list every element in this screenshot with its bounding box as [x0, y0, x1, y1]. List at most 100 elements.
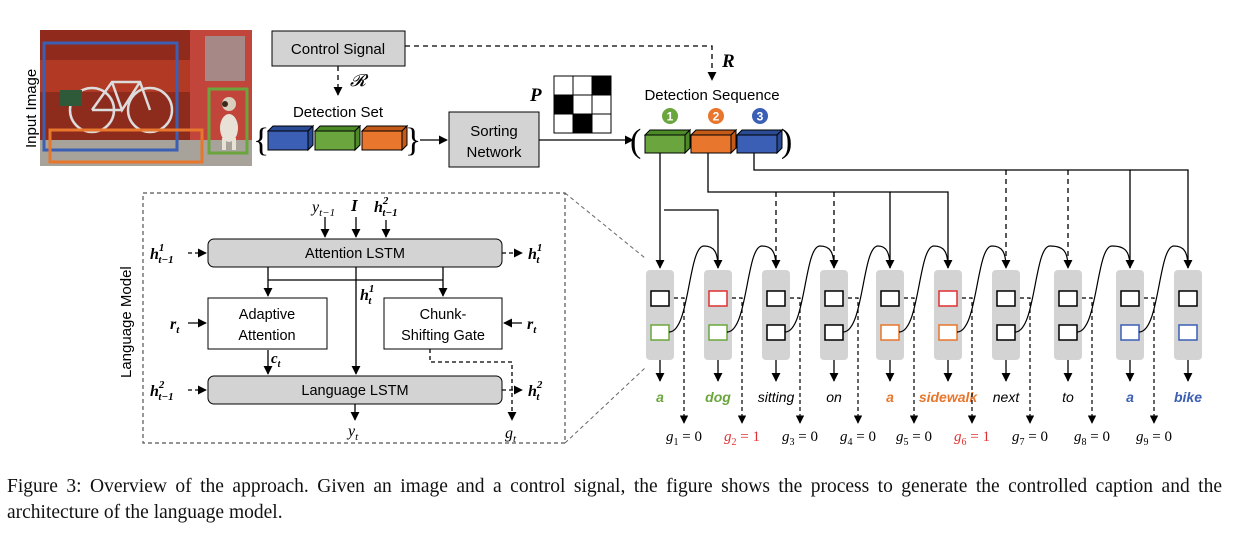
sorting-network-line2: Network — [466, 144, 522, 161]
recurrent-connection — [726, 245, 777, 333]
language-model-title: Language Model — [118, 266, 135, 378]
chunk-shifting-gate-box — [383, 297, 503, 350]
state-slot-bottom — [1120, 324, 1140, 341]
sorting-network-box — [448, 111, 540, 168]
gate-output-arrow — [1020, 297, 1035, 424]
input-image-feature: I — [350, 196, 359, 215]
recurrent-connection — [668, 245, 719, 333]
state-slot-top — [1120, 290, 1140, 307]
language-model-panel — [142, 192, 566, 444]
gate-value: g2 = 1 — [724, 429, 760, 448]
recurrent-connection — [1076, 245, 1131, 333]
state-slot-top — [708, 290, 728, 307]
detection-set-blocks — [266, 124, 409, 152]
timestep-6: sidewalk — [919, 245, 1007, 405]
detection-sequence-blocks — [643, 128, 784, 155]
gate-value: g1 = 0 — [666, 429, 702, 448]
gate-output-arrow — [904, 297, 919, 424]
recurrent-connection — [956, 245, 1007, 333]
gate-output-arrow — [848, 297, 863, 424]
state-slot-top — [938, 290, 958, 307]
caption-word: bike — [1174, 389, 1202, 405]
bold-r-label: R — [721, 51, 735, 72]
permutation-cell — [553, 113, 574, 134]
chunk-gate-line2: Shifting Gate — [401, 328, 485, 344]
attention-lstm-label: Attention LSTM — [305, 246, 405, 262]
state-slot-bottom — [824, 324, 844, 341]
chunk-gate-line1: Chunk- — [420, 307, 467, 323]
r-left-label: rt — [170, 316, 180, 336]
detection-set-left-brace: { — [253, 122, 269, 159]
c-t-label: ct — [271, 351, 282, 370]
g-out-label: gt — [505, 425, 517, 445]
sequence-routing — [655, 153, 1193, 269]
gate-value: g9 = 0 — [1136, 429, 1172, 448]
state-slot-bottom — [1058, 324, 1078, 341]
state-slot-bottom — [1178, 324, 1198, 341]
caption-word: to — [1062, 389, 1074, 405]
sequence-routing-dashed — [771, 170, 1073, 269]
gate-value: g7 = 0 — [1012, 429, 1048, 448]
recurrent-connection — [784, 245, 835, 333]
permutation-cell — [591, 113, 612, 134]
control-signal-box — [271, 30, 406, 67]
adaptive-attention-line2: Attention — [238, 328, 295, 344]
timestep-1: a — [646, 245, 719, 405]
lstm-cell — [1174, 270, 1202, 360]
sequence-right-paren: ) — [781, 123, 792, 160]
caption-word: sidewalk — [919, 389, 979, 405]
recurrent-connection — [1014, 245, 1069, 333]
permutation-cell — [553, 75, 574, 96]
input-image — [40, 30, 252, 166]
state-slot-bottom — [708, 324, 728, 341]
lstm-cell — [646, 270, 674, 360]
gate-value: g6 = 1 — [954, 429, 990, 448]
state-slot-bottom — [650, 324, 670, 341]
permutation-cell — [591, 75, 612, 96]
permutation-cell — [572, 94, 593, 115]
state-slot-top — [996, 290, 1016, 307]
caption-word: sitting — [758, 389, 795, 405]
sequence-badges: 1 2 3 — [662, 108, 768, 124]
adaptive-attention-line1: Adaptive — [239, 307, 295, 323]
script-r-label: 𝓡 — [350, 71, 369, 90]
r-right-label: rt — [527, 316, 537, 336]
timestep-10: bike — [1174, 270, 1202, 405]
timestep-7: next — [992, 245, 1069, 405]
caption-word: a — [886, 389, 894, 405]
badge-3: 3 — [757, 110, 764, 124]
timestep-5: a — [876, 245, 949, 405]
figure-caption: Figure 3: Overview of the approach. Give… — [7, 476, 1222, 523]
lstm-cell — [876, 270, 904, 360]
gate-output-arrow — [790, 297, 805, 424]
lstm-cell — [992, 270, 1020, 360]
input-image-label: Input Image — [23, 69, 40, 148]
permutation-matrix — [553, 75, 612, 134]
state-slot-top — [824, 290, 844, 307]
caption-word: a — [1126, 389, 1134, 405]
bicycle-icon — [68, 80, 174, 134]
badge-2: 2 — [713, 110, 720, 124]
gate-value: g3 = 0 — [782, 429, 818, 448]
y-out-label: yt — [346, 423, 359, 443]
gate-output-arrow — [674, 297, 689, 424]
state-slot-bottom — [938, 324, 958, 341]
gate-output-arrow — [1082, 297, 1097, 424]
input-y-prev: yt−1 — [310, 199, 335, 219]
state-slot-bottom — [880, 324, 900, 341]
state-slot-bottom — [996, 324, 1016, 341]
state-slot-top — [1178, 290, 1198, 307]
lstm-cell — [820, 270, 848, 360]
control-signal-label: Control Signal — [291, 41, 385, 58]
badge-1: 1 — [667, 110, 674, 124]
gate-value: g5 = 0 — [896, 429, 932, 448]
lstm-cell — [934, 270, 962, 360]
permutation-cell — [572, 75, 593, 96]
gate-value: g4 = 0 — [840, 429, 876, 448]
permutation-cell — [591, 94, 612, 115]
adaptive-attention-box — [207, 297, 328, 350]
timestep-3: sitting — [758, 245, 835, 405]
